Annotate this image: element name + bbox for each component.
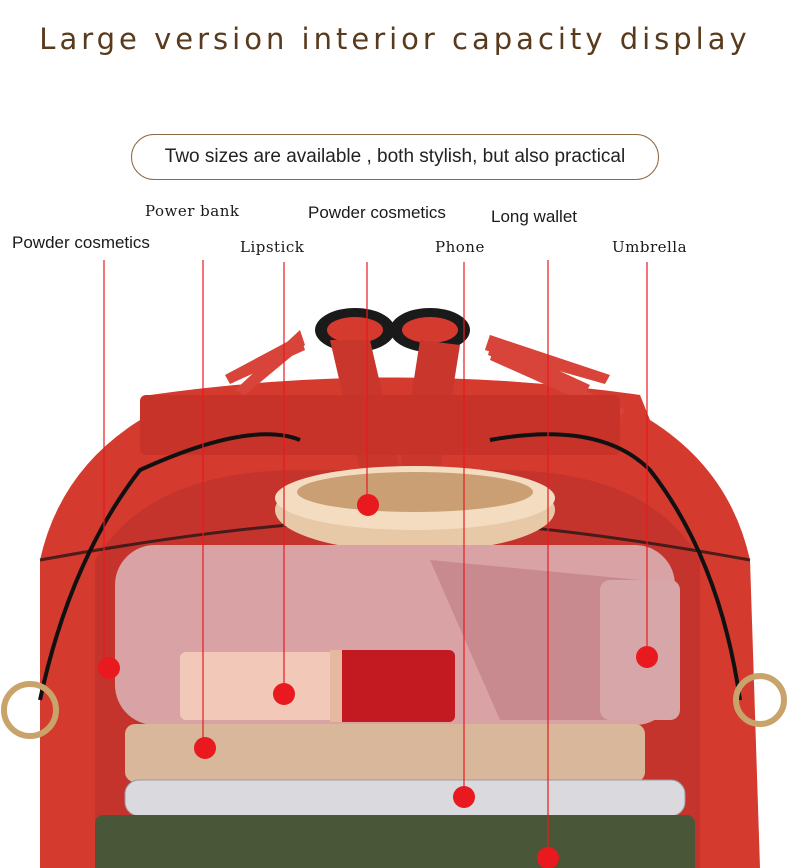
powder-compact (275, 466, 555, 552)
bag-top-flap (140, 395, 620, 455)
page-title: Large version interior capacity display (39, 22, 751, 56)
marker-lipstick (273, 683, 295, 705)
marker-umbrella (636, 646, 658, 668)
bag-buckle-right (733, 673, 787, 727)
marker-powder-cosmetics-top (357, 494, 379, 516)
long-wallet (95, 815, 695, 868)
phone (124, 779, 686, 817)
label-phone: Phone (435, 238, 485, 256)
label-power-bank: Power bank (145, 202, 240, 220)
label-powder-cosmetics-top: Powder cosmetics (308, 203, 446, 222)
tassel (225, 330, 625, 418)
subtitle-pill: Two sizes are available , both stylish, … (131, 134, 659, 180)
leader-lines (103, 260, 648, 858)
bag-body (40, 377, 760, 868)
umbrella (115, 545, 680, 725)
label-powder-cosmetics-left: Powder cosmetics (12, 233, 150, 252)
marker-phone (453, 786, 475, 808)
bag-inner-shadow (95, 470, 700, 868)
marker-power-bank (194, 737, 216, 759)
lipstick (180, 650, 455, 722)
bag-rim-piping (38, 432, 742, 701)
marker-long-wallet (537, 847, 559, 868)
label-long-wallet: Long wallet (491, 207, 578, 226)
marker-powder-cosmetics-left (98, 657, 120, 679)
label-lipstick: Lipstick (240, 238, 305, 256)
bag-buckle-left (1, 681, 59, 739)
bag-inner-piping (39, 518, 751, 562)
power-bank (125, 724, 645, 782)
drawstring-knot (315, 308, 470, 470)
markers (98, 494, 658, 868)
label-umbrella: Umbrella (612, 238, 688, 256)
